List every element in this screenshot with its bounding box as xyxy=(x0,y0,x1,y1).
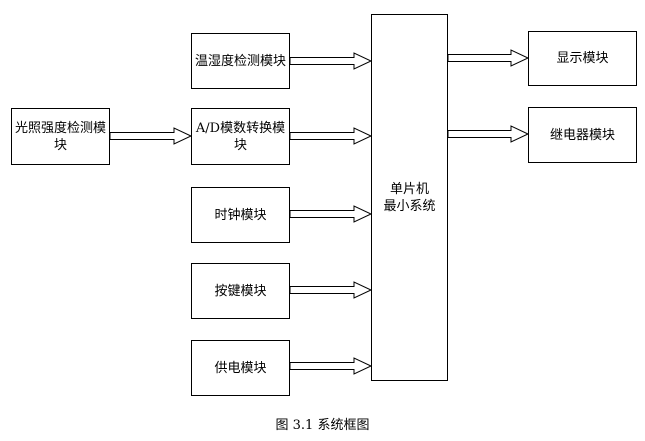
arrow-mcu-to-display xyxy=(447,49,530,67)
light-intensity-module-box: 光照强度检测模 块 xyxy=(11,108,110,165)
relay-module-box: 继电器模块 xyxy=(528,107,637,163)
arrow-adc-to-mcu xyxy=(289,127,373,145)
temp-humidity-module-box: 温湿度检测模块 xyxy=(191,33,290,89)
display-module-box: 显示模块 xyxy=(528,31,637,86)
arrow-power-to-mcu xyxy=(289,357,373,375)
power-module-box: 供电模块 xyxy=(191,340,290,396)
clock-module-box: 时钟模块 xyxy=(191,187,290,243)
arrow-clock-to-mcu xyxy=(289,205,373,223)
arrow-temp-to-mcu xyxy=(289,52,373,70)
key-module-box: 按键模块 xyxy=(191,263,290,319)
arrow-mcu-to-relay xyxy=(447,125,530,143)
figure-caption: 图 3.1 系统框图 xyxy=(275,418,370,433)
arrow-keys-to-mcu xyxy=(289,281,373,299)
ad-converter-module-box: A/D模数转换模 块 xyxy=(191,108,290,165)
mcu-minimum-system-box: 单片机 最小系统 xyxy=(371,14,448,381)
arrow-light-to-adc xyxy=(109,127,193,145)
